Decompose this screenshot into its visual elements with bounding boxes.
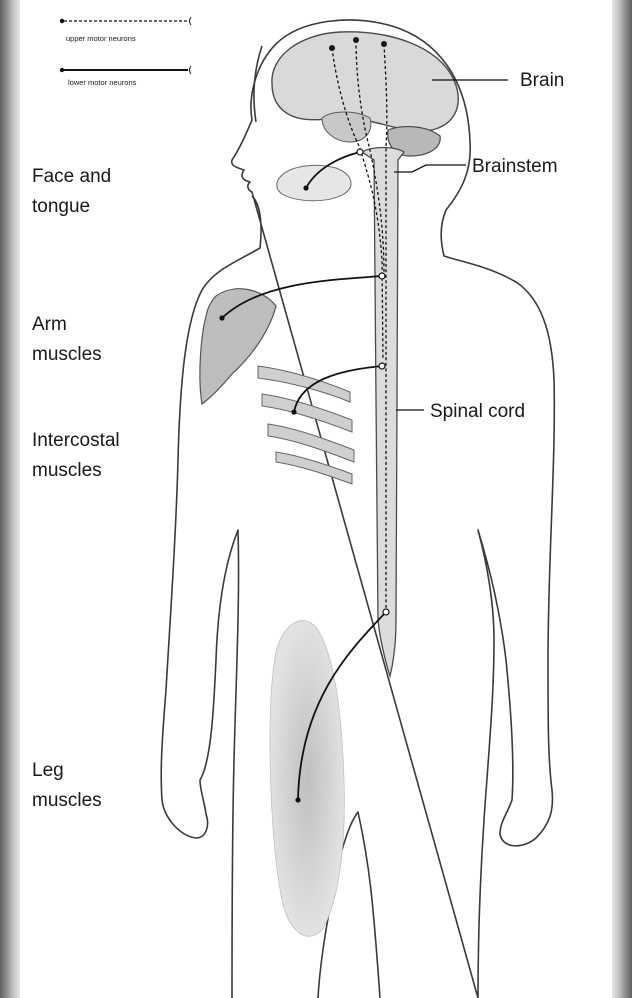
tongue — [277, 165, 351, 200]
label-spinal-cord: Spinal cord — [430, 401, 525, 422]
legend: upper motor neurons lower motor neurons — [60, 17, 191, 87]
intercostal-muscles — [258, 366, 354, 484]
label-brain: Brain — [520, 70, 564, 91]
brain-midbrain — [322, 112, 371, 142]
label-face-line2: tongue — [32, 196, 90, 217]
legend-upper-label: upper motor neurons — [66, 34, 136, 43]
label-arm-line2: muscles — [32, 344, 102, 365]
label-intercostal-line1: Intercostal — [32, 430, 120, 451]
leg-muscle — [270, 621, 344, 937]
brain — [272, 32, 458, 156]
spinal-cord — [362, 148, 404, 677]
legend-lower-symbol — [60, 66, 191, 74]
legend-lower-label: lower motor neurons — [68, 78, 137, 87]
label-arm-line1: Arm — [32, 314, 67, 335]
label-brainstem: Brainstem — [472, 156, 558, 177]
label-face-line1: Face and — [32, 166, 111, 187]
label-leg-line2: muscles — [32, 790, 102, 811]
legend-upper-symbol — [60, 17, 191, 25]
label-intercostal-line2: muscles — [32, 460, 102, 481]
label-leg-line1: Leg — [32, 760, 64, 781]
brainstem-leader — [394, 165, 466, 172]
